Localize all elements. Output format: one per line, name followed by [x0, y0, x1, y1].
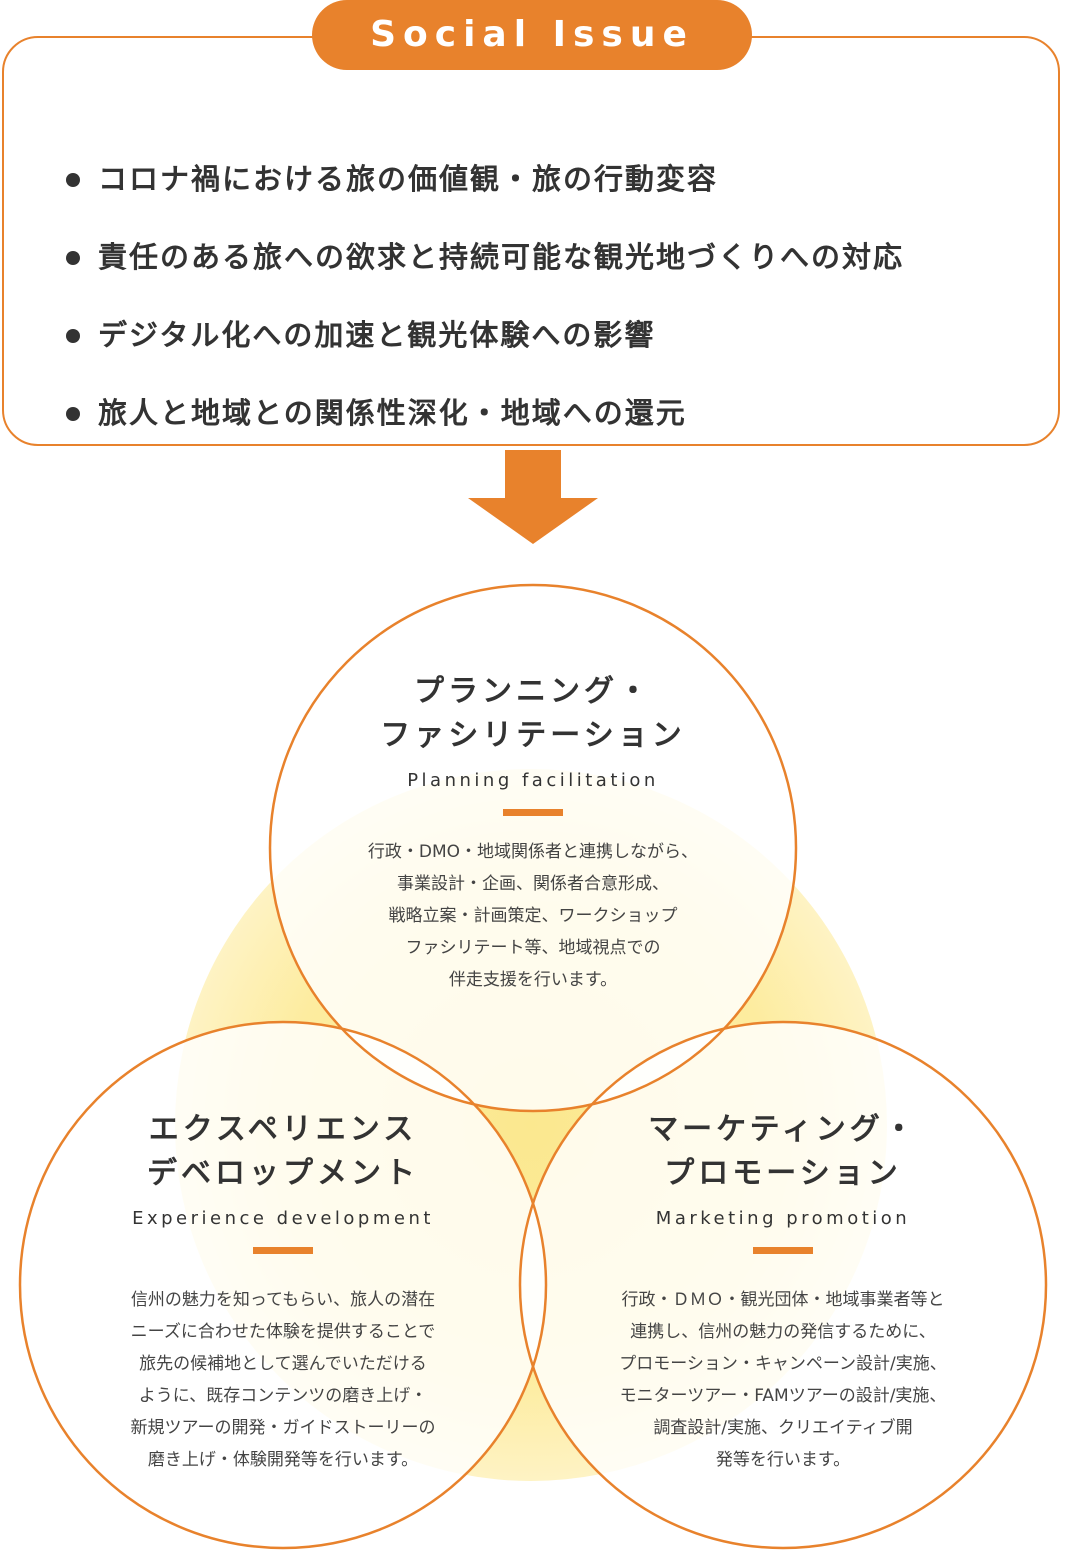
social-issue-title: Social Issue [312, 0, 752, 70]
marketing-circle-content: マーケティング・ プロモーション Marketing promotion 行政・… [573, 1108, 993, 1476]
bullet-icon [66, 251, 80, 265]
social-issue-box: コロナ禍における旅の価値観・旅の行動変容 責任のある旅への欲求と持続可能な観光地… [2, 36, 1060, 446]
experience-description: 信州の魅力を知ってもらい、旅人の潜在 ニーズに合わせた体験を提供することで 旅先… [130, 1290, 436, 1470]
social-issue-item: デジタル化への加速と観光体験への影響 [64, 304, 904, 382]
marketing-description: 行政・ＤＭＯ・観光団体・地域事業者等と 連携し、信州の魅力の発信するために、 プ… [619, 1290, 947, 1470]
circle-planning-outline [268, 583, 798, 1113]
planning-en-title: Planning facilitation [407, 770, 659, 791]
down-arrow-icon [468, 450, 598, 544]
circle-marketing-fill [520, 1022, 1046, 1548]
planning-accent-bar [503, 809, 563, 816]
bullet-icon [66, 173, 80, 187]
experience-en-title: Experience development [132, 1208, 434, 1229]
circle-marketing-outline [518, 1020, 1048, 1550]
circle-planning-fill [270, 585, 796, 1111]
circle-experience-fill [20, 1022, 546, 1548]
circle-experience-outline [18, 1020, 548, 1550]
experience-circle-content: エクスペリエンス デベロップメント Experience development… [73, 1108, 493, 1476]
planning-circle-content: プランニング・ ファシリテーション Planning facilitation … [333, 670, 733, 996]
marketing-accent-bar [753, 1247, 813, 1254]
marketing-en-title: Marketing promotion [655, 1208, 911, 1229]
planning-title: プランニング・ ファシリテーション [380, 674, 686, 753]
marketing-title: マーケティング・ プロモーション [648, 1112, 918, 1191]
experience-accent-bar [253, 1247, 313, 1254]
experience-title: エクスペリエンス デベロップメント [147, 1112, 419, 1191]
social-issue-item: 責任のある旅への欲求と持続可能な観光地づくりへの対応 [64, 226, 904, 304]
social-issue-item: 旅人と地域との関係性深化・地域への還元 [64, 382, 904, 460]
social-issue-item: コロナ禍における旅の価値観・旅の行動変容 [64, 148, 904, 226]
social-issue-list: コロナ禍における旅の価値観・旅の行動変容 責任のある旅への欲求と持続可能な観光地… [64, 148, 904, 460]
planning-description: 行政・DMO・地域関係者と連携しながら、 事業設計・企画、関係者合意形成、 戦略… [367, 842, 699, 990]
bullet-icon [66, 407, 80, 421]
bullet-icon [66, 329, 80, 343]
